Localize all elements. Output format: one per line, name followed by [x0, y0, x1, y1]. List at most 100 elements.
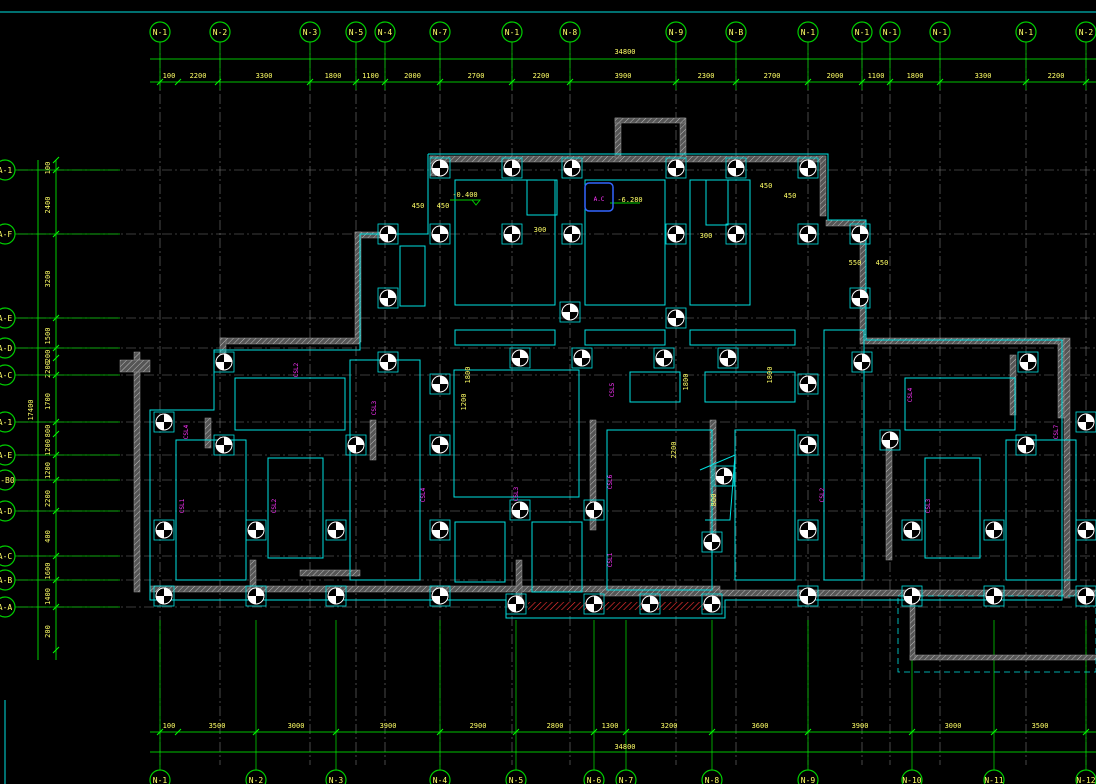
column-quarter: [512, 160, 520, 168]
red-hatched-band: [528, 602, 708, 610]
column-frame: [559, 301, 581, 323]
axis-label: N-8: [705, 776, 720, 784]
column-quarter: [808, 437, 816, 445]
left-axis-bubble: A-E: [0, 307, 16, 329]
axis-circle: [1015, 21, 1037, 43]
axis-circle: [0, 500, 16, 522]
column-quarter: [904, 596, 912, 604]
column-quarter: [808, 588, 816, 596]
column-quarter: [808, 226, 816, 234]
dim-left-text: 800: [44, 425, 52, 438]
column-marker: [797, 519, 819, 541]
column-quarter: [582, 350, 590, 358]
column-quarter: [704, 604, 712, 612]
axis-circle: [0, 307, 16, 329]
wall-segment: [909, 599, 916, 661]
column-marker: [245, 519, 267, 541]
column-quarter: [164, 588, 172, 596]
column-quarter: [586, 510, 594, 518]
column-frame: [983, 519, 1005, 541]
axis-label: A-C: [0, 371, 12, 380]
column-quarter: [164, 414, 172, 422]
column-marker: [901, 519, 923, 541]
wall-segment: [859, 337, 1061, 345]
room-outline: [454, 179, 556, 306]
dim-bottom-text: 3900: [380, 722, 397, 730]
top-axis-bubble: N-1: [851, 21, 873, 43]
dim-tick: [566, 78, 574, 86]
column-frame: [725, 157, 747, 179]
column-quarter: [336, 522, 344, 530]
column-frame: [429, 157, 451, 179]
inner-dim: 450: [876, 259, 889, 267]
column-marker: [429, 585, 451, 607]
column-quarter: [1018, 445, 1026, 453]
room-outline: [526, 179, 558, 216]
wall-segment: [885, 439, 893, 561]
column-quarter: [1026, 437, 1034, 445]
column-marker: [429, 157, 451, 179]
inner-dim: 2200: [670, 442, 678, 459]
column-quarter: [676, 160, 684, 168]
axis-circle: [374, 21, 396, 43]
axis-circle: [429, 21, 451, 43]
dim-tick: [936, 78, 944, 86]
dim-top-text: 2700: [468, 72, 485, 80]
column-marker: [377, 223, 399, 245]
room-tag: CSL1: [607, 552, 614, 567]
dim-tick: [352, 78, 360, 86]
column-marker: [153, 519, 175, 541]
column-frame: [1075, 585, 1096, 607]
wall-segment: [825, 219, 867, 227]
column-frame: [583, 499, 605, 521]
column-quarter: [800, 168, 808, 176]
column-frame: [429, 223, 451, 245]
column-quarter: [668, 318, 676, 326]
column-frame: [325, 585, 347, 607]
bottom-axis-bubble: N-11: [983, 769, 1005, 784]
column-quarter: [516, 596, 524, 604]
column-quarter: [224, 354, 232, 362]
dim-bottom-text: 3600: [752, 722, 769, 730]
column-marker: [377, 351, 399, 373]
wall-segment: [909, 654, 1096, 661]
axis-label: N-2: [1079, 28, 1094, 37]
axis-circle: [0, 596, 16, 618]
column-quarter: [800, 596, 808, 604]
axis-label: N-1: [933, 28, 948, 37]
axis-label: N-3: [329, 776, 344, 784]
axis-label: N-3: [303, 28, 318, 37]
top-axis-bubble: N-8: [559, 21, 581, 43]
dim-tick: [156, 78, 164, 86]
left-axis-bubble: A-C: [0, 364, 16, 386]
column-marker: [849, 287, 871, 309]
dim-left-text: 1200: [44, 462, 52, 479]
axis-label: A-B: [0, 576, 12, 585]
column-quarter: [986, 530, 994, 538]
elevation-left: -0.400: [452, 191, 477, 199]
column-quarter: [808, 160, 816, 168]
axis-circle: [929, 21, 951, 43]
column-quarter: [800, 234, 808, 242]
column-frame: [429, 585, 451, 607]
room-outline: [904, 377, 1016, 431]
axis-label: A-E: [0, 314, 12, 323]
dim-top-text: 2700: [764, 72, 781, 80]
column-marker: [797, 434, 819, 456]
axis-circle: [725, 21, 747, 43]
dim-left-total-text: 17400: [27, 399, 35, 420]
column-frame: [325, 519, 347, 541]
room-outline: [629, 371, 681, 403]
column-frame: [571, 347, 593, 369]
column-frame: [345, 434, 367, 456]
top-axis-bubble: N-2: [1075, 21, 1096, 43]
axis-circle: [501, 21, 523, 43]
column-marker: [983, 519, 1005, 541]
column-quarter: [504, 234, 512, 242]
dim-top-text: 2200: [533, 72, 550, 80]
column-quarter: [854, 362, 862, 370]
dim-tick: [990, 728, 998, 736]
axis-label: N-12: [1076, 776, 1095, 784]
